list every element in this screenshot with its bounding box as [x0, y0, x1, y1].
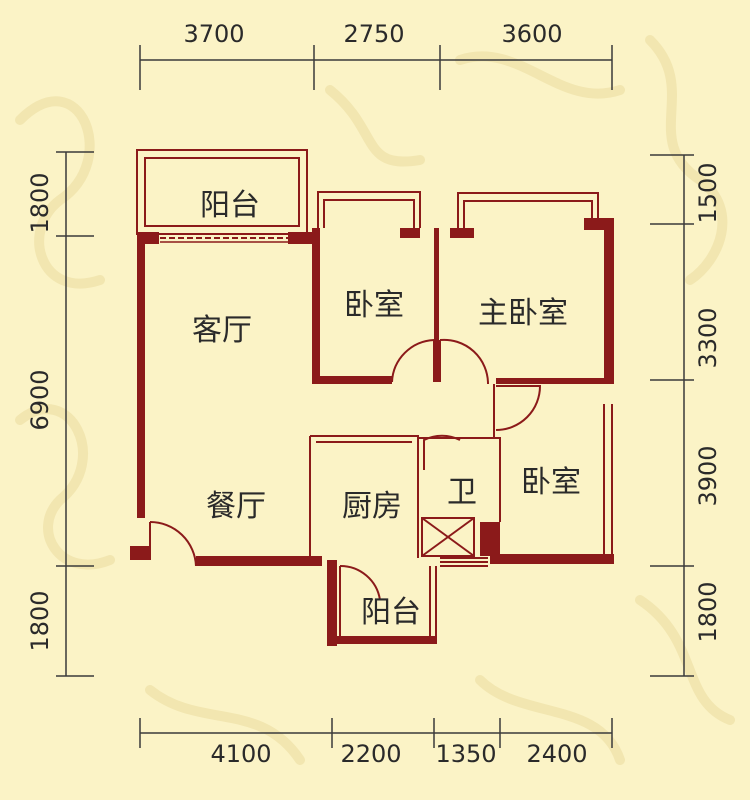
- dim-bottom-3: 1350: [435, 740, 496, 768]
- dim-bottom-2: 2200: [340, 740, 401, 768]
- living-window: [160, 237, 288, 243]
- room-label-master-bedroom: 主卧室: [478, 296, 568, 331]
- room-label-kitchen: 厨房: [342, 489, 402, 524]
- dim-left-2: 6900: [26, 369, 54, 430]
- top-dimension-line: 3700 2750 3600: [139, 20, 613, 90]
- walls: [130, 218, 614, 646]
- dim-left-3: 1800: [26, 590, 54, 651]
- dim-bottom-4: 2400: [526, 740, 587, 768]
- dim-right-4: 1800: [694, 581, 722, 642]
- background-ornament: [15, 35, 735, 765]
- room-label-bedroom-1: 卧室: [344, 288, 404, 323]
- bay-windows: [317, 191, 599, 228]
- interior-partitions: [309, 384, 613, 636]
- doors: [149, 338, 542, 601]
- dim-right-1: 1500: [694, 162, 722, 223]
- room-label-living: 客厅: [192, 313, 252, 348]
- dim-top-3: 3600: [501, 20, 562, 48]
- room-label-balcony-top: 阳台: [200, 188, 260, 223]
- room-label-dining: 餐厅: [206, 489, 266, 524]
- bath-threshold: [440, 557, 488, 567]
- bottom-dimension-line: 4100 2200 1350 2400: [139, 718, 613, 768]
- left-dimension-line: 1800 6900 1800: [26, 151, 94, 677]
- dim-bottom-1: 4100: [210, 740, 271, 768]
- bathroom-fixtures: [421, 517, 495, 557]
- room-label-bath: 卫: [447, 475, 477, 510]
- dim-left-1: 1800: [26, 172, 54, 233]
- dim-top-1: 3700: [183, 20, 244, 48]
- dim-right-2: 3300: [694, 307, 722, 368]
- balcony-top-outline: [136, 149, 308, 235]
- room-label-bedroom-2: 卧室: [521, 465, 581, 500]
- dim-right-3: 3900: [694, 445, 722, 506]
- right-dimension-line: 1500 3300 3900 1800: [650, 154, 722, 677]
- dim-top-2: 2750: [343, 20, 404, 48]
- room-label-balcony-bottom: 阳台: [361, 595, 421, 630]
